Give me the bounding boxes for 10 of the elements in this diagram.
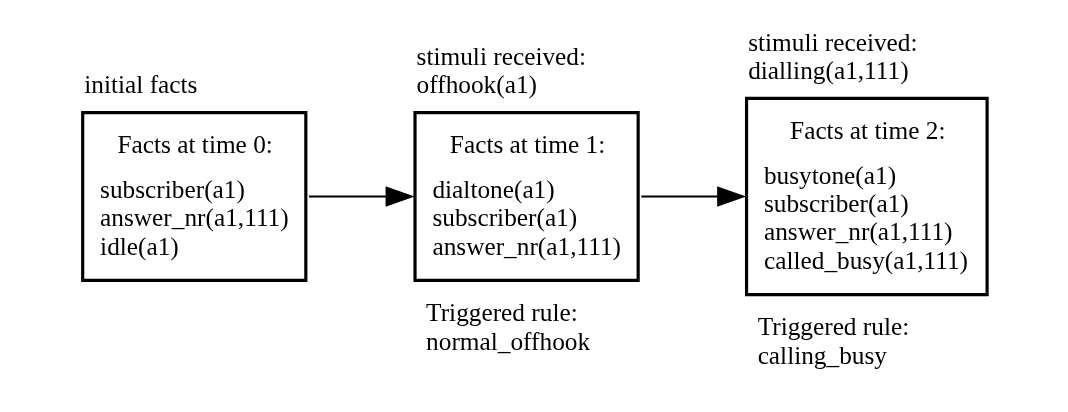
node-box: Facts at time 1: dialtone(a1) subscriber(a1) answer_nr(a1,111) <box>412 111 640 282</box>
node-label: Triggered rule: calling_busy <box>757 312 909 369</box>
node-label: stimuli received: offhook(a1) <box>416 41 586 99</box>
node-label: initial facts <box>83 70 197 99</box>
arrow <box>639 186 746 207</box>
node-box: Facts at time 2: busytone(a1) subscriber(a1) answer_nr(a1,111) called_busy(a1,111) <box>744 96 989 297</box>
node-label: stimuli received: dialling(a1,111) <box>747 27 918 85</box>
arrow <box>307 186 415 207</box>
node-box: Facts at time 0: subscriber(a1) answer_nr(a1,111) idle(a1) <box>80 111 307 282</box>
node-label: Triggered rule: normal_offhook <box>425 298 590 355</box>
